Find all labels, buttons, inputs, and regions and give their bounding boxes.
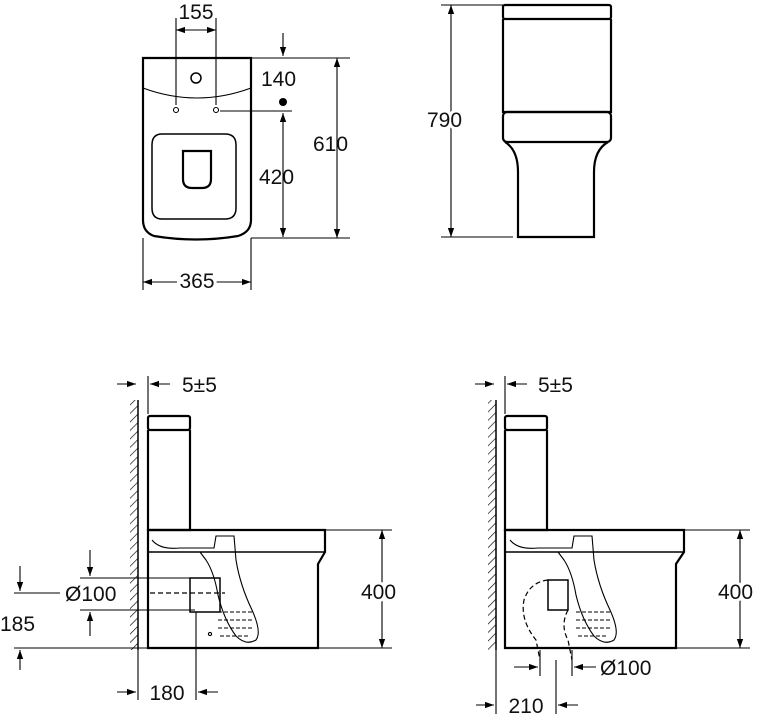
trap-water-dashes	[218, 611, 254, 637]
flush-channel	[509, 535, 617, 643]
top-view-outline	[141, 56, 253, 241]
tank-body	[501, 19, 613, 114]
dim-400-label: 400	[361, 581, 396, 604]
side-view-s-trap: 5±5 Ø100 210 400	[475, 374, 756, 714]
wall-hatch	[488, 400, 496, 650]
tank-body	[146, 430, 192, 532]
trap-water-dashes	[576, 611, 612, 637]
outlet-spigot	[189, 577, 221, 613]
dim-155-label: 155	[178, 1, 213, 24]
dim-dia-label: Ø100	[600, 657, 651, 680]
dim-365-label: 365	[179, 270, 214, 293]
pedestal	[504, 141, 609, 239]
tank-body	[503, 430, 549, 532]
front-view: 790	[424, 3, 613, 239]
dim-185-label: 185	[0, 613, 35, 636]
right-fixing-hole	[212, 106, 220, 114]
fixing-point	[207, 631, 213, 637]
s-trap-outlet-dashed	[522, 579, 573, 661]
dim-420-label: 420	[259, 166, 294, 189]
dim-790-label: 790	[427, 109, 462, 132]
tank-lid	[501, 3, 613, 21]
tank-front-edge	[142, 87, 252, 99]
side-view-p-trap: 5±5 Ø100 185 180 400	[0, 374, 399, 708]
flush-channel	[151, 535, 259, 643]
dim-140-label: 140	[261, 68, 296, 91]
top-view: 155 140 420 610 365	[141, 1, 350, 296]
seat-outline	[151, 133, 237, 220]
left-fixing-hole	[172, 106, 180, 114]
seat-band	[501, 110, 613, 144]
bowl-body	[503, 528, 686, 650]
dim-210-label: 210	[508, 695, 543, 714]
dim-gap-label: 5±5	[182, 374, 217, 397]
outlet-spigot	[547, 579, 569, 611]
dim-dia-label: Ø100	[65, 583, 116, 606]
dim-gap-label: 5±5	[538, 374, 573, 397]
tank-lid	[146, 414, 192, 432]
wall-hatch	[130, 400, 138, 650]
flush-button-hole	[190, 72, 202, 84]
dim-180-label: 180	[149, 682, 184, 705]
reference-point	[279, 98, 287, 106]
dim-400-label: 400	[718, 581, 753, 604]
dim-610-label: 610	[313, 133, 348, 156]
tank-lid	[503, 414, 549, 432]
bowl-opening	[181, 149, 213, 190]
bowl-body	[146, 528, 327, 650]
